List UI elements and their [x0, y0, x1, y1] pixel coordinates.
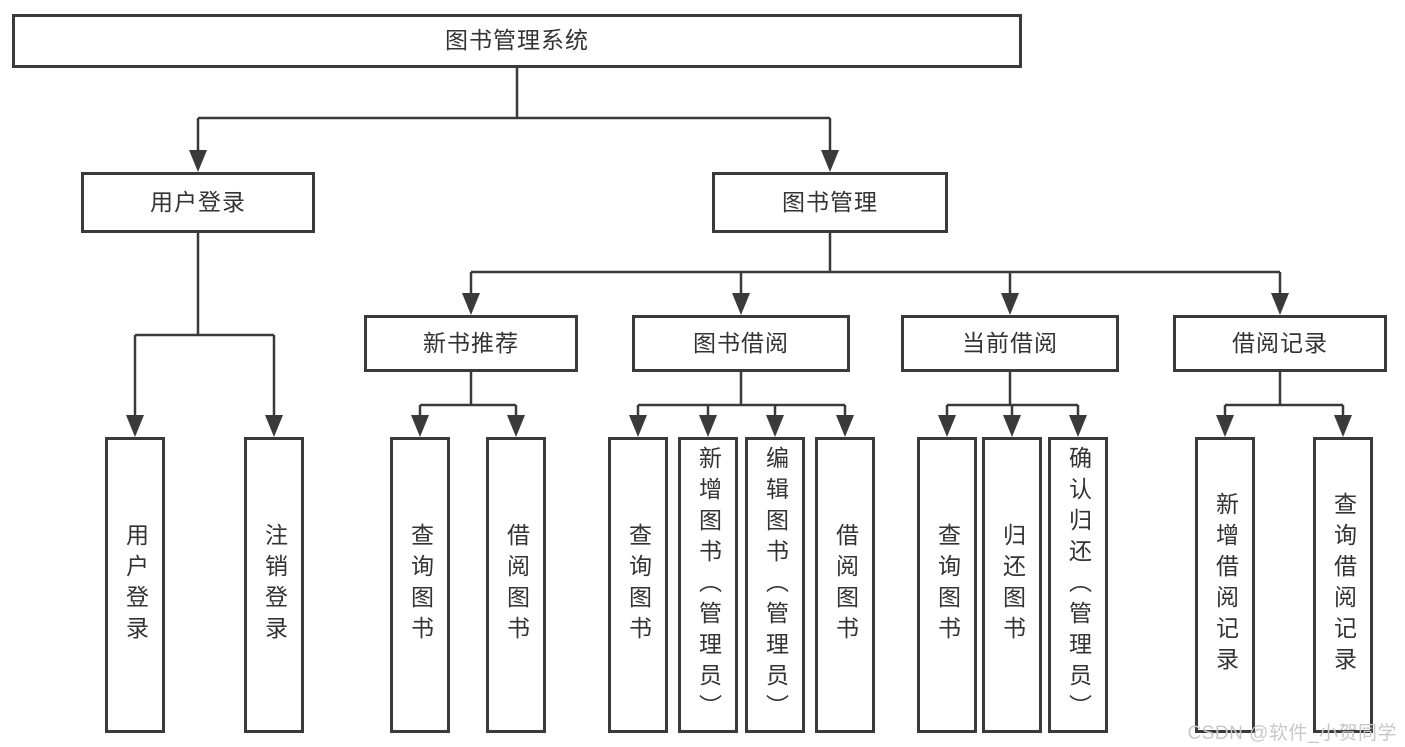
- node-book-management: 图书管理: [712, 172, 948, 233]
- leaf-label: 新增图书（管理员）: [695, 445, 722, 725]
- leaf-label: 借阅图书: [503, 523, 530, 647]
- leaf-edit-books-admin: 编辑图书（管理员）: [745, 437, 805, 733]
- leaf-label: 注销登录: [261, 523, 288, 647]
- leaf-borrow-books-recommend: 借阅图书: [486, 437, 546, 733]
- node-new-book-recommendation: 新书推荐: [364, 315, 578, 372]
- leaf-return-books: 归还图书: [982, 437, 1042, 733]
- leaf-add-books-admin: 新增图书（管理员）: [678, 437, 738, 733]
- node-label: 图书管理: [782, 188, 878, 215]
- leaf-borrow-books: 借阅图书: [815, 437, 875, 733]
- leaf-search-books-current: 查询图书: [917, 437, 977, 733]
- leaf-label: 借阅图书: [832, 523, 859, 647]
- leaf-logout: 注销登录: [244, 437, 304, 733]
- node-label: 用户登录: [150, 188, 246, 215]
- leaf-label: 编辑图书（管理员）: [762, 445, 789, 725]
- node-library-management-system: 图书管理系统: [12, 14, 1022, 68]
- tree-edges: [133, 68, 1345, 417]
- node-borrowing-records: 借阅记录: [1173, 315, 1387, 372]
- node-label: 当前借阅: [962, 329, 1058, 356]
- node-label: 借阅记录: [1232, 329, 1328, 356]
- node-label: 图书管理系统: [445, 27, 589, 54]
- leaf-search-books-recommend: 查询图书: [390, 437, 450, 733]
- leaf-label: 确认归还（管理员）: [1065, 445, 1092, 725]
- node-book-borrowing: 图书借阅: [632, 315, 850, 372]
- leaf-label: 归还图书: [999, 523, 1026, 647]
- leaf-label: 新增借阅记录: [1212, 492, 1239, 678]
- leaf-label: 查询借阅记录: [1330, 492, 1357, 678]
- arrowheads: [126, 150, 1352, 437]
- leaf-user-login: 用户登录: [105, 437, 165, 733]
- leaf-label: 用户登录: [122, 523, 149, 647]
- node-current-borrowing: 当前借阅: [901, 315, 1119, 372]
- leaf-add-borrow-record: 新增借阅记录: [1195, 437, 1255, 733]
- csdn-watermark: CSDN @软件_小贺同学: [1187, 723, 1397, 744]
- node-user-login: 用户登录: [81, 172, 315, 233]
- leaf-search-books-borrow: 查询图书: [608, 437, 668, 733]
- leaf-label: 查询图书: [934, 523, 961, 647]
- leaf-confirm-return-admin: 确认归还（管理员）: [1048, 437, 1108, 733]
- leaf-search-borrow-record: 查询借阅记录: [1313, 437, 1373, 733]
- node-label: 图书借阅: [693, 329, 789, 356]
- leaf-label: 查询图书: [625, 523, 652, 647]
- node-label: 新书推荐: [423, 329, 519, 356]
- leaf-label: 查询图书: [407, 523, 434, 647]
